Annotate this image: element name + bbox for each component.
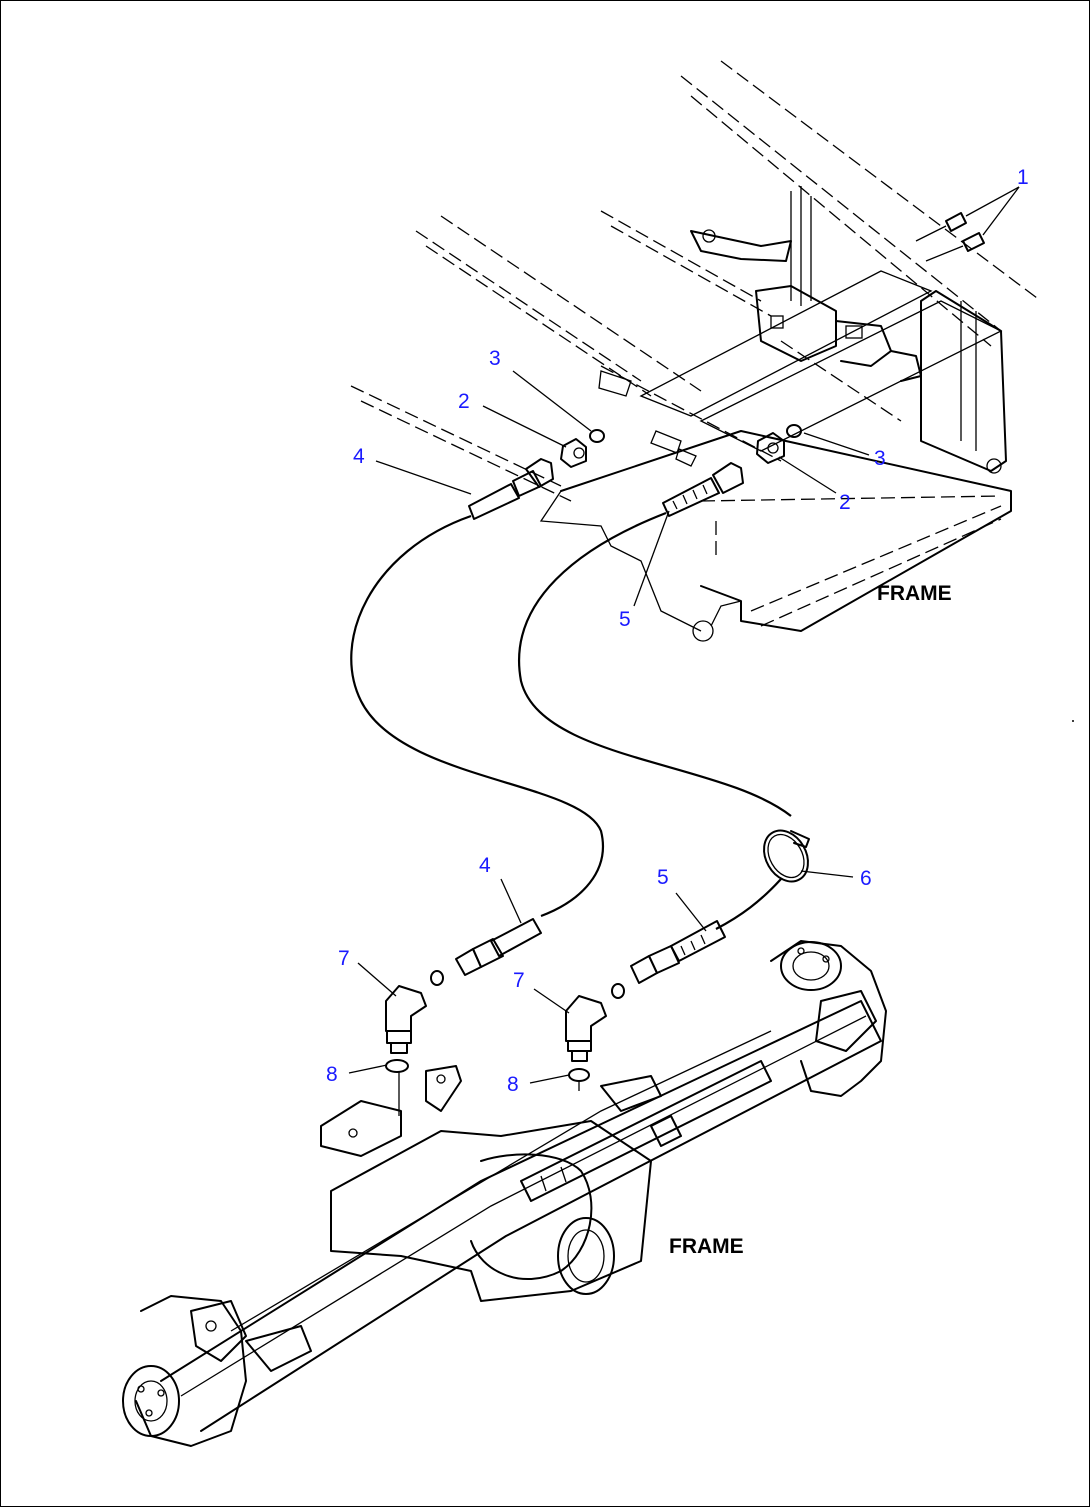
fitting-2-right	[756, 432, 785, 464]
callout-4-upper: 4	[353, 445, 365, 468]
dot-mark	[1072, 720, 1074, 722]
hose-5-lower-run	[715, 878, 782, 930]
elbow-7-right	[565, 983, 625, 1062]
hose-4-lower-end	[455, 918, 542, 976]
callout-3-left: 3	[489, 347, 501, 370]
hose-5-upper-end	[662, 462, 744, 517]
callout-8-right: 8	[507, 1073, 519, 1096]
washer-8-right	[568, 1068, 590, 1082]
callout-2-right: 2	[839, 491, 851, 514]
upper-frame	[350, 60, 1042, 642]
grease-fitting-1	[915, 212, 985, 262]
callout-1: 1	[1017, 166, 1029, 189]
callout-3-right: 3	[874, 447, 886, 470]
hose-4	[350, 514, 604, 918]
o-ring-3-right	[786, 424, 802, 438]
callout-2-left: 2	[458, 390, 470, 413]
washer-8-left	[385, 1059, 409, 1073]
callout-5-lower: 5	[657, 866, 669, 889]
callout-8-left: 8	[326, 1063, 338, 1086]
o-ring-3-left	[589, 429, 605, 443]
callout-5-upper: 5	[619, 608, 631, 631]
hose-4-upper-end	[468, 458, 554, 520]
fitting-2-left	[560, 438, 587, 468]
axle-assembly	[122, 940, 887, 1447]
hose-clamp-6	[763, 829, 810, 883]
leader-lines	[348, 186, 1020, 1116]
callout-7-left: 7	[338, 947, 350, 970]
callout-7-right: 7	[513, 969, 525, 992]
callout-6: 6	[860, 867, 872, 890]
frame-label-bottom: FRAME	[669, 1235, 744, 1258]
callout-4-lower: 4	[479, 854, 491, 877]
frame-label-top: FRAME	[877, 582, 952, 605]
hose-5	[518, 511, 792, 817]
elbow-7-left	[385, 970, 444, 1054]
hose-5-lower-end	[630, 920, 726, 984]
